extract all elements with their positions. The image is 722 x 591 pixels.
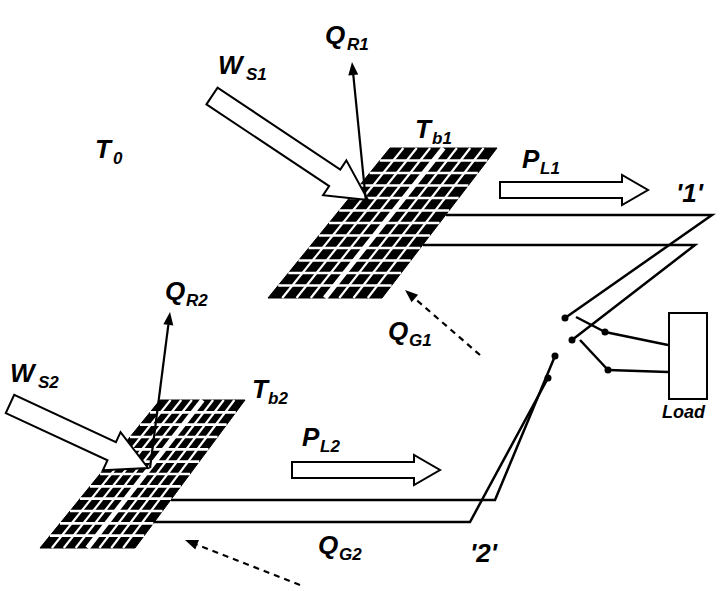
wire: [580, 340, 608, 370]
wire: [605, 332, 668, 345]
subscript-label: L2: [320, 438, 340, 455]
subscript-label: G1: [409, 332, 432, 349]
symbol-label: T: [252, 376, 268, 402]
symbol-label: Q: [325, 22, 345, 48]
subscript-label: R1: [347, 36, 369, 53]
subscript-label: S1: [246, 66, 267, 83]
flow-arrow: [6, 395, 148, 470]
symbol-label: '2': [470, 540, 497, 566]
symbol-label: T: [95, 136, 111, 162]
wire: [423, 245, 695, 340]
subscript-label: b1: [432, 130, 452, 147]
resistor-box: [668, 312, 708, 400]
subscript-label: G2: [339, 546, 362, 563]
switch-contact: [569, 337, 576, 344]
arrow-head: [163, 312, 173, 326]
switch-contact: [545, 375, 552, 382]
load-label: Load: [662, 403, 708, 423]
symbol-label: Q: [318, 532, 338, 558]
wire: [446, 215, 712, 318]
wire: [154, 378, 548, 522]
symbol-label: Q: [388, 318, 408, 344]
symbol-label: W: [218, 52, 243, 78]
subscript-label: b2: [268, 390, 288, 407]
solar-panel: [268, 148, 497, 298]
heat-arrow: [353, 75, 366, 202]
heat-arrow: [197, 545, 300, 585]
symbol-label: Q: [165, 278, 185, 304]
switch-contact: [562, 315, 569, 322]
load-resistor: Load: [668, 312, 708, 423]
subscript-label: L1: [540, 160, 560, 177]
arrow-head: [348, 62, 358, 75]
arrow-head: [405, 290, 418, 302]
arrow-head: [185, 540, 199, 549]
wire: [576, 317, 605, 332]
flow-arrow: [500, 175, 648, 205]
symbol-label: '1': [676, 180, 703, 206]
switch-contact: [605, 367, 612, 374]
switch-contact: [602, 329, 609, 336]
symbol-label: P: [522, 146, 539, 172]
symbol-label: T: [415, 116, 431, 142]
symbol-label: W: [10, 360, 35, 386]
heat-arrow: [150, 325, 168, 468]
symbol-label: P: [302, 424, 319, 450]
wire: [171, 356, 555, 500]
subscript-label: 0: [113, 150, 122, 167]
switch-contact: [552, 353, 559, 360]
flow-arrow: [292, 455, 440, 485]
subscript-label: R2: [186, 292, 208, 309]
wire: [608, 370, 668, 372]
flow-arrow: [206, 88, 368, 200]
subscript-label: S2: [38, 374, 59, 391]
